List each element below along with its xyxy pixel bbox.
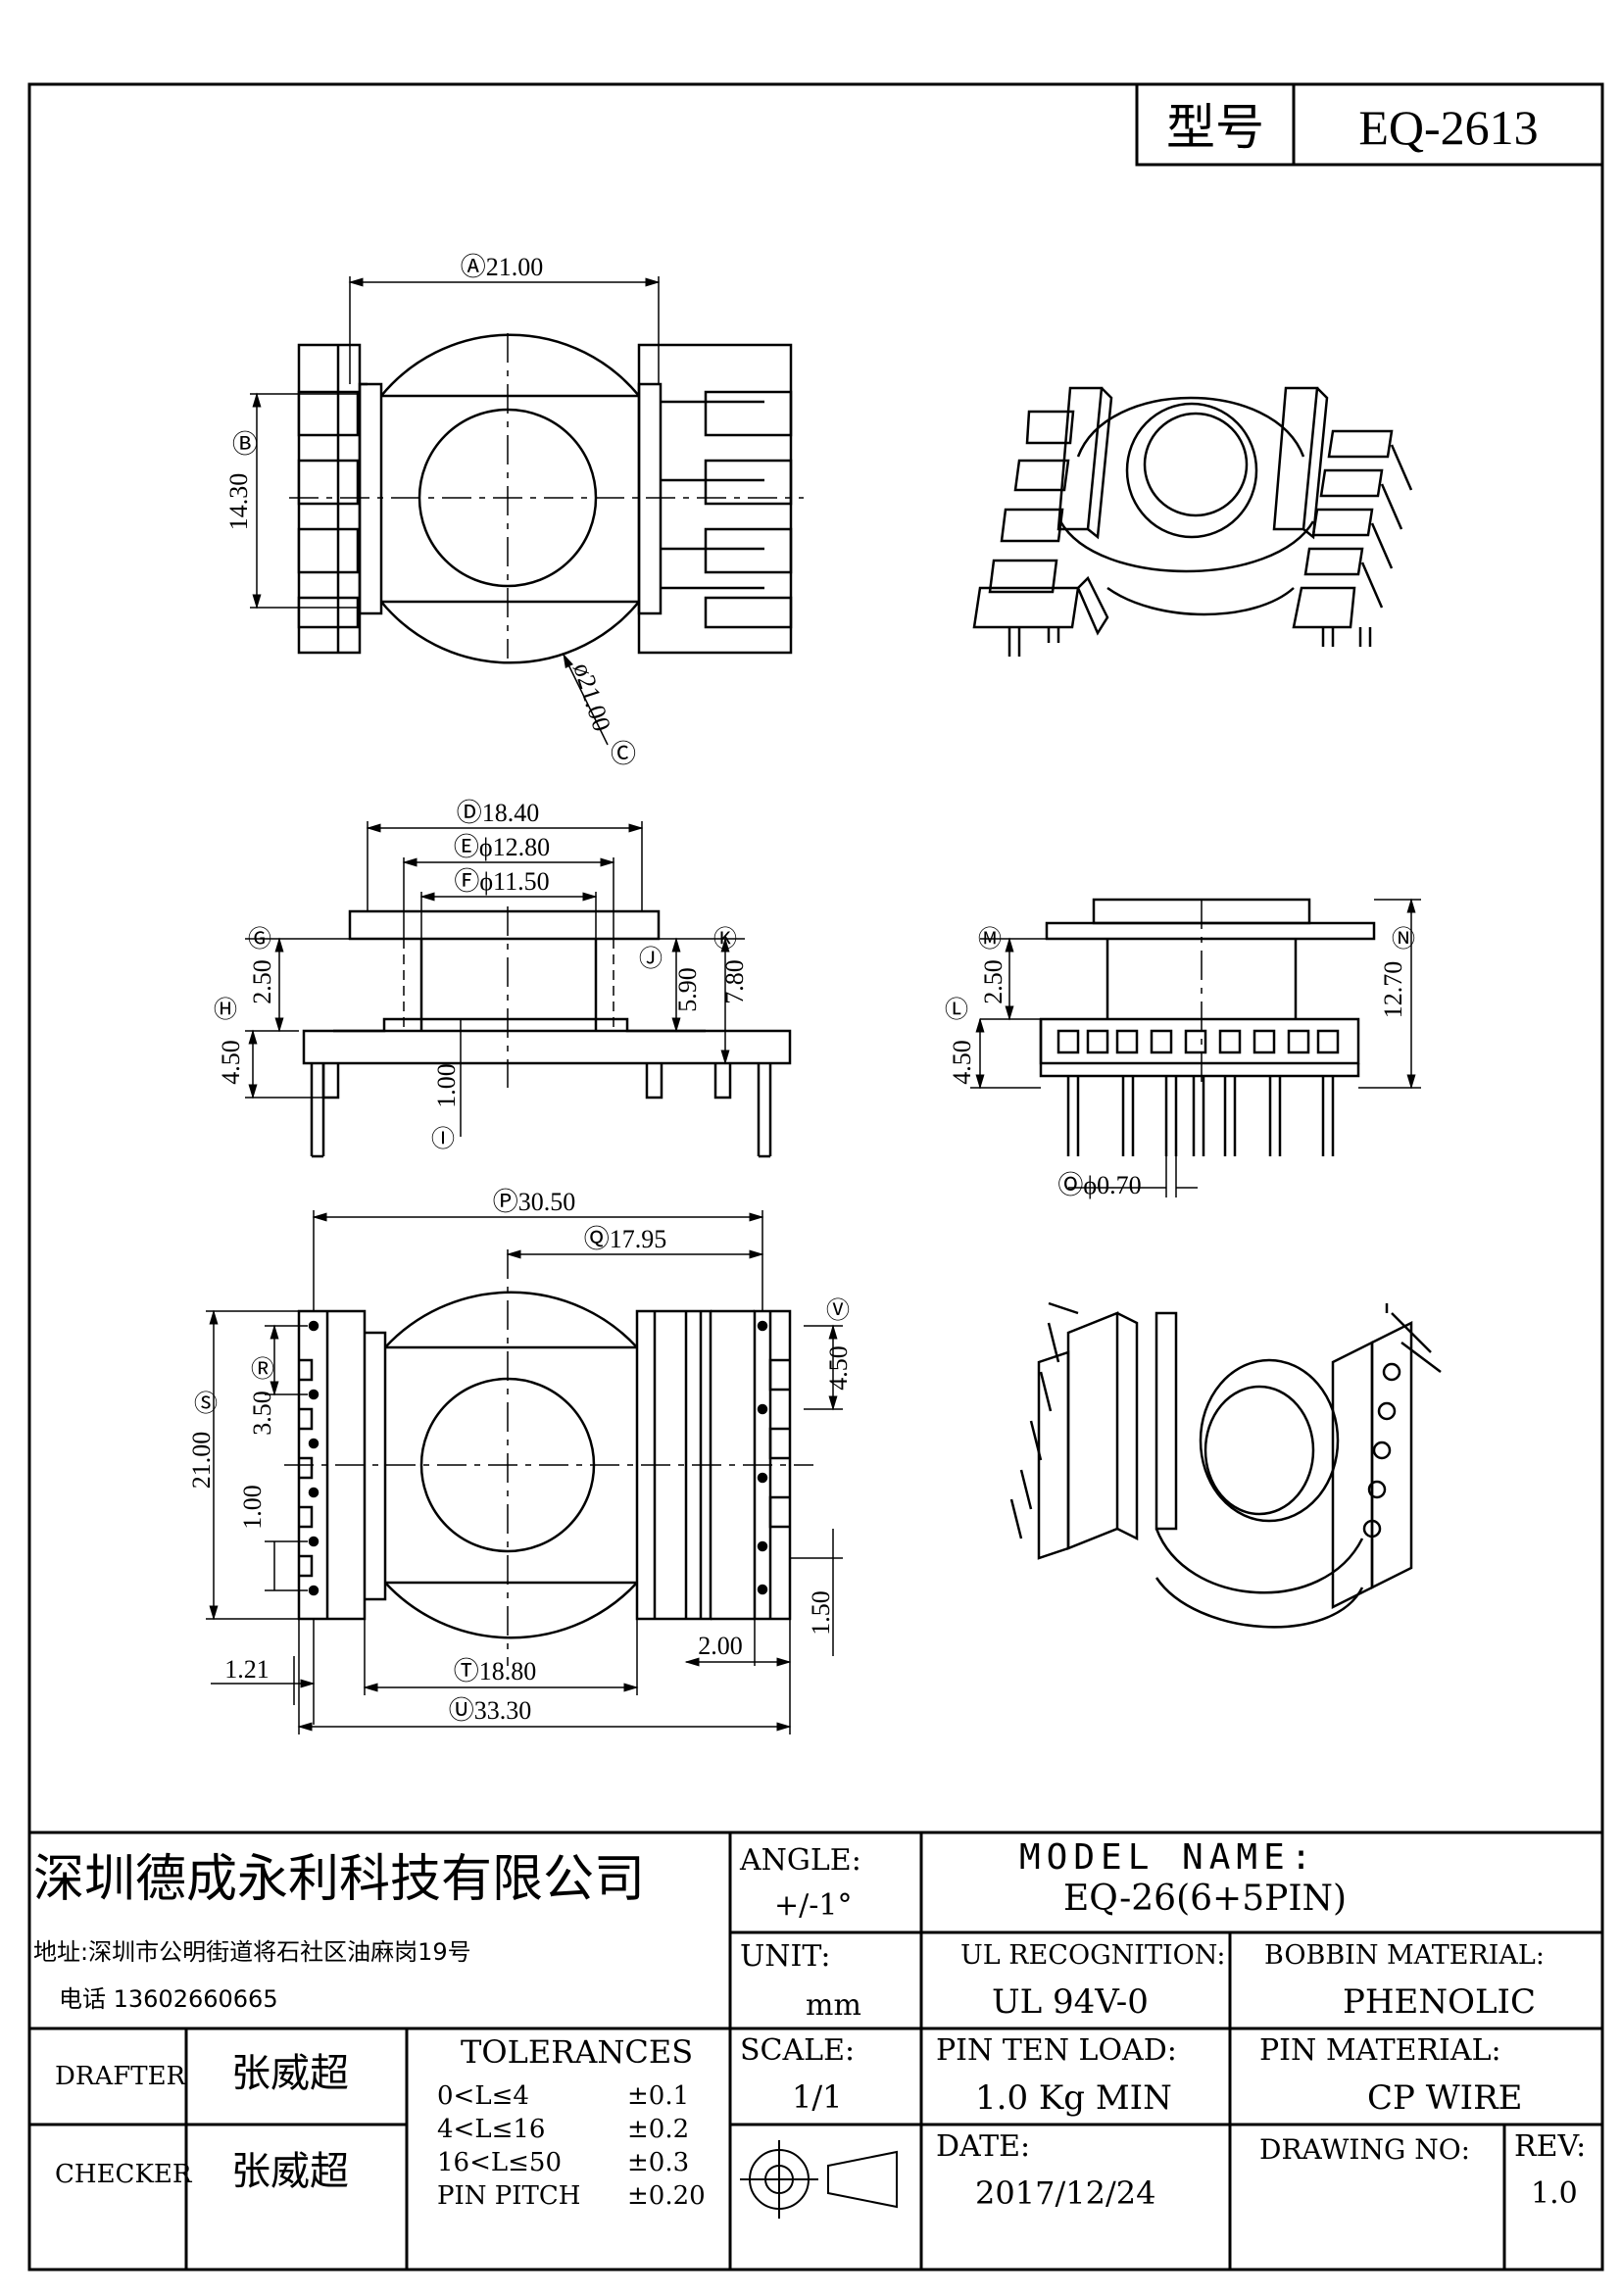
pin-material-value: CP WIRE [1367,2078,1523,2118]
model-value: EQ-2613 [1358,100,1538,155]
tolerance-range-3: 16<L≤50 [437,2148,563,2177]
model-name-value: EQ-26(6+5PIN) [1063,1879,1348,1919]
unit-value: mm [806,1988,861,2023]
pin-load-value: 1.0 Kg MIN [975,2078,1172,2118]
front-view [245,821,792,1158]
val-g: 2.50 [248,959,276,1004]
val-n: 12.70 [1379,961,1407,1019]
pin-material-label: PIN MATERIAL: [1259,2033,1501,2068]
tolerance-range-2: 4<L≤16 [437,2115,546,2144]
ul-label: UL RECOGNITION: [960,1940,1226,1971]
mark-l: Ⓛ [945,997,968,1023]
angle-label: ANGLE: [740,1843,861,1878]
tolerance-value-3: ±0.3 [627,2148,690,2177]
bottom-view [206,1210,843,1734]
dim-t-label: Ⓣ18.80 [454,1657,537,1685]
model-name-label: MODEL NAME: [1019,1837,1318,1878]
tolerances-label: TOLERANCES [461,2033,694,2071]
mark-k: Ⓚ [713,926,737,953]
bobbin-value: PHENOLIC [1343,1982,1536,2022]
val-i: 1.00 [432,1063,461,1108]
tolerance-value-2: ±0.2 [627,2115,690,2144]
mark-m: Ⓜ [978,926,1002,953]
dim-a-label: Ⓐ21.00 [461,253,544,281]
model-box: 型号 EQ-2613 [1135,82,1604,167]
pin-load-label: PIN TEN LOAD: [936,2033,1177,2068]
top-view [250,276,804,746]
drawing-no-label: DRAWING NO: [1259,2133,1471,2166]
angle-value: +/-1° [774,1888,853,1923]
drawing-frame [27,82,1604,2272]
projection-symbol-icon [740,2140,898,2219]
rev-label: REV: [1514,2129,1587,2164]
val-k: 7.80 [720,959,749,1004]
dim-d-label: Ⓓ18.40 [457,799,540,827]
mark-s: Ⓢ [194,1391,218,1417]
dim-u-label: Ⓤ33.30 [449,1696,532,1725]
ul-value: UL 94V-0 [992,1982,1149,2022]
dim-f-label: Ⓕϕ11.50 [454,867,549,896]
mark-g: Ⓖ [248,926,271,953]
model-label: 型号 [1166,99,1264,156]
drafter-value: 张威超 [231,2051,349,2096]
val-h: 4.50 [217,1040,245,1085]
iso-view-bottom [1009,1301,1442,1629]
val-pin-pitch: 1.00 [238,1485,267,1530]
tolerance-value-4: ±0.20 [627,2181,706,2211]
mark-j: Ⓙ [639,946,663,972]
scale-value: 1/1 [792,2078,843,2116]
company-name: 深圳德成永利科技有限公司 [33,1850,646,1909]
dim-p-label: Ⓟ30.50 [493,1188,576,1216]
dim-c-mark: Ⓒ [611,740,636,768]
bobbin-label: BOBBIN MATERIAL: [1264,1940,1545,1971]
val-121: 1.21 [224,1655,270,1684]
date-label: DATE: [936,2129,1031,2164]
tolerance-value-1: ±0.1 [627,2081,690,2111]
mark-r: Ⓡ [251,1356,274,1383]
dim-o-label: Ⓞϕ0.70 [1057,1171,1141,1199]
tolerance-range-4: PIN PITCH [437,2181,581,2211]
mark-v: Ⓥ [826,1297,850,1324]
title-block-grid [29,1831,1602,2270]
mark-i: Ⓘ [431,1126,455,1152]
val-j: 5.90 [673,967,702,1012]
val-m: 2.50 [979,959,1007,1004]
dim-b-label: 14.30 [224,473,253,531]
company-phone: 电话 13602660665 [59,1985,278,2013]
company-address: 地址:深圳市公明街道将石社区油麻岗19号 [33,1938,471,1966]
val-v: 4.50 [824,1345,853,1391]
val-s: 21.00 [187,1432,216,1490]
dim-c-label: ø21.00 [567,659,616,735]
dim-e-label: Ⓔϕ12.80 [454,833,550,861]
val-200: 2.00 [698,1632,743,1660]
dim-b-mark: Ⓑ [232,430,258,459]
dim-q-label: Ⓠ17.95 [584,1225,667,1253]
checker-label: CHECKER [55,2160,192,2189]
tolerance-range-1: 0<L≤4 [437,2081,529,2111]
checker-value: 张威超 [231,2149,349,2194]
rev-value: 1.0 [1531,2176,1578,2211]
val-l: 4.50 [948,1040,976,1085]
mark-n: Ⓝ [1392,926,1415,953]
mark-h: Ⓗ [214,997,237,1023]
date-value: 2017/12/24 [975,2174,1156,2212]
iso-view-top [972,386,1413,657]
side-view [970,898,1421,1197]
scale-label: SCALE: [740,2033,856,2068]
val-150: 1.50 [807,1590,835,1636]
val-r: 3.50 [248,1391,276,1436]
drafter-label: DRAFTER [55,2062,186,2091]
unit-label: UNIT: [740,1939,831,1974]
